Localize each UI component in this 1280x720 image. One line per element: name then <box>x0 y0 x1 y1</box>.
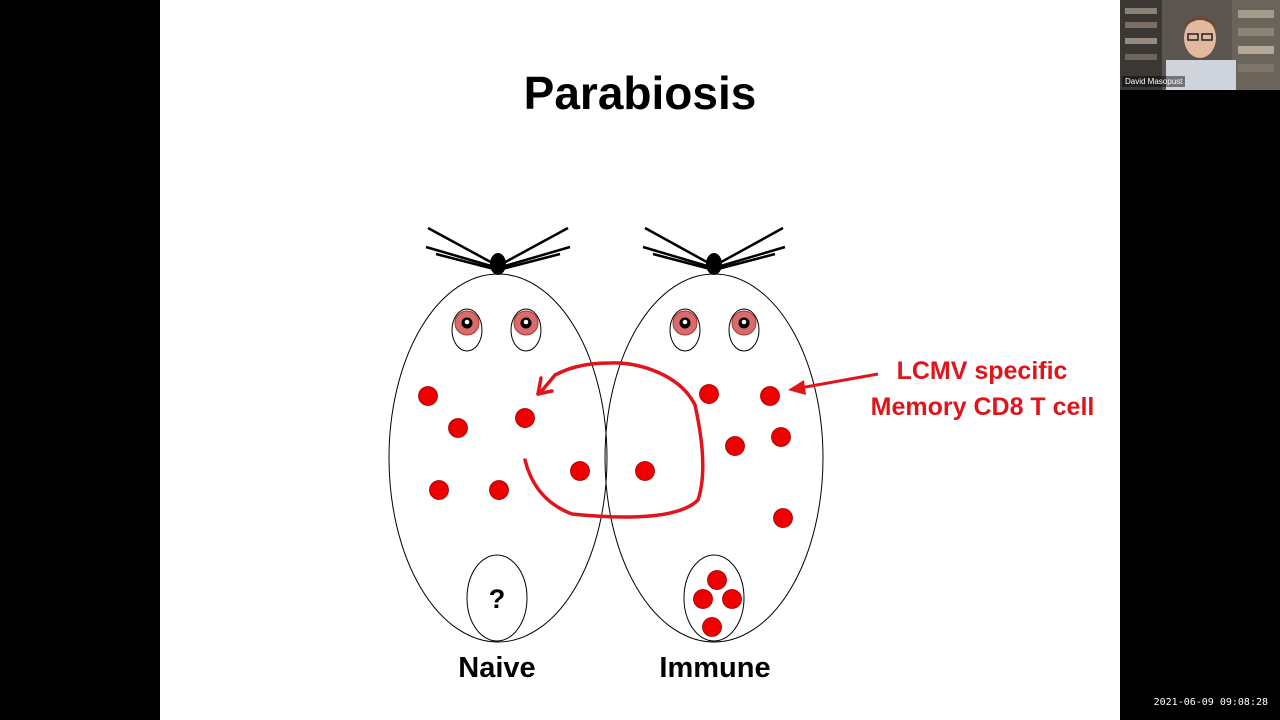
slide-title: Parabiosis <box>523 67 757 119</box>
callout-line-1: LCMV specific <box>896 357 1068 385</box>
t-cell-icon <box>722 589 742 609</box>
t-cell-icon <box>429 480 449 500</box>
eye-left-2-icon <box>510 308 542 352</box>
immune-label: Immune <box>659 652 771 684</box>
webcam-video <box>1120 0 1280 90</box>
t-cell-icon <box>771 427 791 447</box>
t-cell-icon <box>725 436 745 456</box>
whiskers-left-icon <box>425 226 571 272</box>
naive-label: Naive <box>458 652 536 684</box>
recording-timestamp: 2021-06-09 09:08:28 <box>1153 697 1268 708</box>
nose-left-icon <box>490 253 506 275</box>
t-cell-icon <box>418 386 438 406</box>
nose-right-icon <box>706 253 722 275</box>
participant-name: David Masopust <box>1122 76 1186 87</box>
whiskers-right-icon <box>642 226 786 272</box>
t-cell-icon <box>635 461 655 481</box>
question-mark: ? <box>488 584 506 614</box>
t-cell-icon <box>448 418 468 438</box>
arrow-head-icon <box>536 376 554 396</box>
t-cell-icon <box>515 408 535 428</box>
circulation-arrow <box>523 361 705 519</box>
callout-line-2: Memory CD8 T cell <box>870 393 1095 421</box>
t-cell-icon <box>699 384 719 404</box>
naive-tissue <box>466 554 528 642</box>
t-cells <box>418 384 793 637</box>
eye-left-1-icon <box>451 308 483 352</box>
t-cell-icon <box>702 617 722 637</box>
t-cell-icon <box>693 589 713 609</box>
parabiosis-diagram <box>388 226 879 643</box>
t-cell-icon <box>773 508 793 528</box>
t-cell-icon <box>707 570 727 590</box>
slide: Parabiosis <box>160 0 1120 720</box>
eye-right-1-icon <box>669 308 701 352</box>
webcam-thumbnail[interactable]: David Masopust <box>1120 0 1280 90</box>
t-cell-icon <box>570 461 590 481</box>
callout-arrow-icon <box>788 372 879 395</box>
t-cell-icon <box>760 386 780 406</box>
immune-tissue <box>683 554 745 642</box>
eye-right-2-icon <box>728 308 760 352</box>
t-cell-icon <box>489 480 509 500</box>
